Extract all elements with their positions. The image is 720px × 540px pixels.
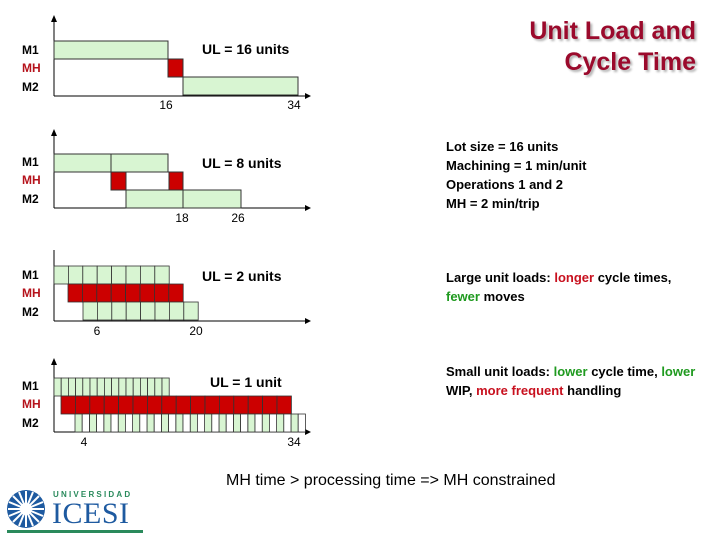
row-label-m1: M1	[22, 155, 39, 169]
gantt-ul1-graphic	[51, 358, 311, 435]
logo-underline	[7, 530, 143, 533]
row-label-mh: MH	[22, 61, 41, 75]
title-line-1: Unit Load and	[529, 17, 696, 45]
row-label-mh: MH	[22, 286, 41, 300]
param-lot-size: Lot size = 16 units	[446, 139, 559, 154]
tick-label: 18	[175, 211, 189, 225]
unit-load-label: UL = 1 unit	[210, 374, 282, 390]
row-label-m2: M2	[22, 192, 39, 206]
param-machining: Machining = 1 min/unit	[446, 158, 587, 173]
row-label-m2: M2	[22, 305, 39, 319]
gantt-ul1: M1 MH M2 4 34 UL = 1 unit	[0, 355, 320, 455]
row-label-m1: M1	[22, 43, 39, 57]
tick-label: 26	[231, 211, 245, 225]
gantt-ul2-graphic	[53, 250, 311, 324]
row-label-m1: M1	[22, 268, 39, 282]
gantt-ul16-graphic	[51, 15, 311, 99]
parameters-block: Lot size = 16 units Machining = 1 min/un…	[446, 137, 586, 213]
logo-name-text: ICESI	[52, 497, 130, 530]
gantt-ul2: M1 MH M2 6 20 UL = 2 units	[0, 240, 320, 350]
tick-label: 6	[93, 324, 101, 338]
tick-label: 20	[189, 324, 203, 338]
logo-emblem-icon	[7, 490, 45, 528]
unit-load-label: UL = 8 units	[202, 155, 282, 171]
row-label-m2: M2	[22, 80, 39, 94]
tick-label: 16	[159, 98, 173, 112]
tick-label: 34	[287, 435, 301, 449]
row-label-mh: MH	[22, 397, 41, 411]
large-unit-loads-note: Large unit loads: longer cycle times, fe…	[446, 270, 672, 304]
row-label-mh: MH	[22, 173, 41, 187]
unit-load-label: UL = 16 units	[202, 41, 290, 57]
row-label-m2: M2	[22, 416, 39, 430]
param-mh: MH = 2 min/trip	[446, 196, 540, 211]
icesi-logo: UNIVERSIDAD ICESI	[5, 488, 145, 533]
gantt-ul8: M1 MH M2 18 26 UL = 8 units	[0, 120, 320, 240]
gantt-ul16: M1 MH M2 16 34 UL = 16 units	[0, 0, 320, 120]
title-line-2: Cycle Time	[564, 48, 696, 76]
row-label-m1: M1	[22, 379, 39, 393]
small-unit-loads-note: Small unit loads: lower cycle time, lowe…	[446, 364, 696, 398]
logo-university-text: UNIVERSIDAD	[53, 490, 133, 499]
tick-label: 4	[80, 435, 88, 449]
gantt-ul8-graphic	[51, 129, 311, 211]
unit-load-label: UL = 2 units	[202, 268, 282, 284]
slide-title: Unit Load and Cycle Time	[529, 16, 696, 78]
tick-label: 34	[287, 98, 301, 112]
conclusion-text: MH time > processing time => MH constrai…	[226, 472, 556, 489]
param-operations: Operations 1 and 2	[446, 177, 564, 192]
